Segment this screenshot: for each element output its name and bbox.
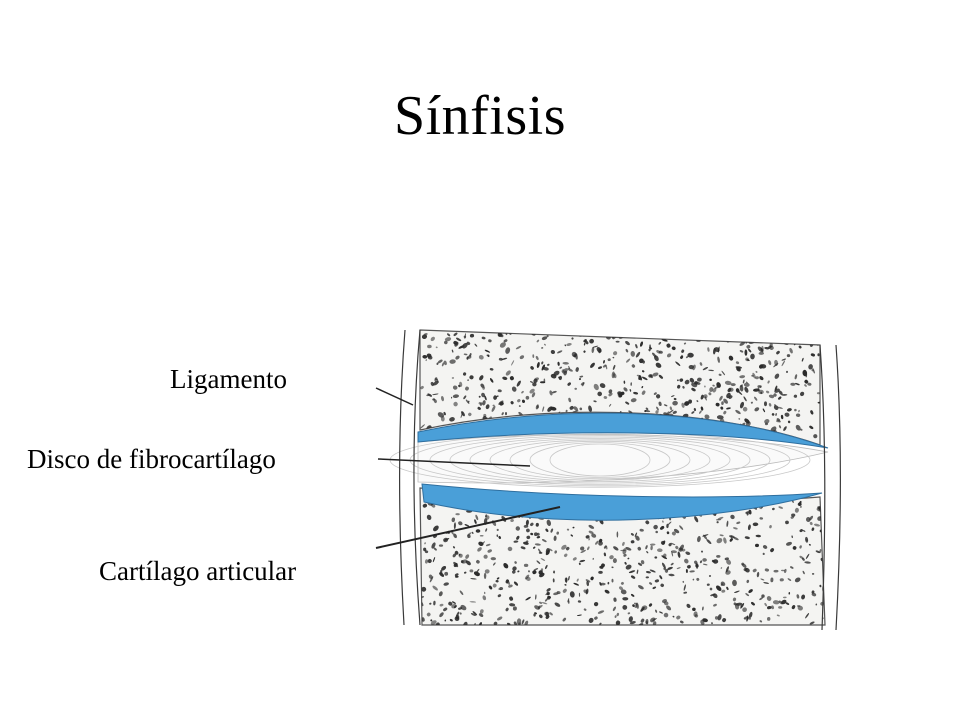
ligament-right	[819, 344, 842, 631]
slide-title: Sínfisis	[393, 85, 567, 147]
label-cartilago-articular: Cartílago articular	[99, 556, 297, 586]
fibrocartilage-disc	[389, 432, 829, 488]
label-disco-fibrocartilago: Disco de fibrocartílago	[27, 444, 276, 474]
leader-line-cartilago	[375, 506, 561, 549]
lower-articular-cartilage	[421, 483, 823, 521]
leader-line-disco	[377, 458, 531, 467]
upper-articular-cartilage	[417, 412, 829, 449]
ligament-left	[399, 329, 421, 626]
leader-line-ligamento	[375, 387, 414, 406]
label-ligamento: Ligamento	[170, 364, 287, 394]
